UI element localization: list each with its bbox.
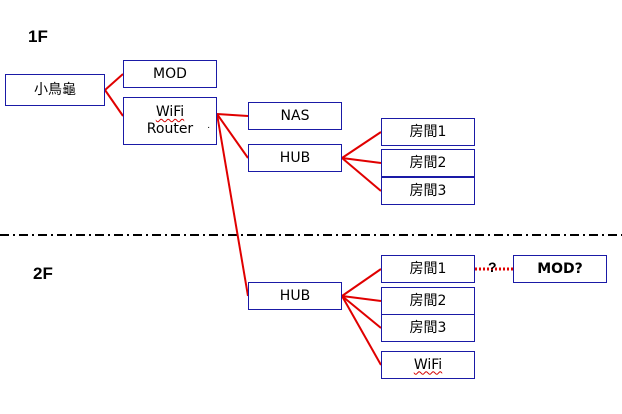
mod-label: MOD — [153, 65, 187, 82]
room-1f-1-node[interactable]: 房間1 — [381, 118, 475, 146]
hub-1f-label: HUB — [279, 149, 311, 166]
wifi-2f-node[interactable]: WiFi — [381, 351, 475, 379]
hub-1f-node[interactable]: HUB — [248, 144, 342, 172]
room-2f-2-node[interactable]: 房間2 — [381, 287, 475, 315]
floor-label-1f: 1F — [28, 27, 48, 46]
link-modem-router — [104, 89, 124, 117]
hub-2f-label: HUB — [279, 287, 311, 304]
modem-label: 小鳥龜 — [34, 81, 76, 98]
link-hub2f-room2 — [341, 295, 382, 302]
router-dot: · — [207, 122, 211, 133]
room-2f-1-label: 房間1 — [409, 260, 447, 277]
uncertain-link-label: ? — [488, 259, 497, 275]
link-hub1f-room1 — [341, 131, 382, 159]
room-1f-3-label: 房間3 — [409, 182, 447, 199]
room-1f-2-label: 房間2 — [409, 154, 447, 171]
room-2f-2-label: 房間2 — [409, 292, 447, 309]
wifi-2f-label: WiFi — [413, 356, 443, 373]
link-hub2f-wifi — [341, 295, 382, 366]
link-router-nas — [216, 113, 249, 117]
mod-2f-node[interactable]: MOD? — [513, 255, 607, 283]
floor-label-2f: 2F — [33, 264, 53, 283]
link-modem-mod — [104, 73, 124, 91]
room-1f-3-node[interactable]: 房間3 — [381, 177, 475, 205]
nas-label: NAS — [280, 107, 310, 124]
mod-2f-label: MOD? — [537, 260, 583, 277]
nas-node[interactable]: NAS — [248, 102, 342, 130]
modem-node[interactable]: 小鳥龜 — [5, 74, 105, 106]
wifi-router-label-line1: WiFi — [155, 104, 185, 120]
link-hub1f-room3 — [341, 157, 382, 192]
link-hub2f-room1 — [341, 268, 382, 297]
link-router-hub2f — [216, 113, 249, 297]
link-hub2f-room3 — [341, 295, 382, 329]
room-1f-2-node[interactable]: 房間2 — [381, 149, 475, 177]
room-2f-1-node[interactable]: 房間1 — [381, 255, 475, 283]
wifi-router-node[interactable]: WiFi Router — [123, 97, 217, 145]
link-hub1f-room2 — [341, 157, 382, 164]
room-1f-1-label: 房間1 — [409, 123, 447, 140]
wifi-router-label-line2: Router — [146, 121, 194, 137]
room-2f-3-label: 房間3 — [409, 319, 447, 336]
room-2f-3-node[interactable]: 房間3 — [381, 314, 475, 342]
hub-2f-node[interactable]: HUB — [248, 282, 342, 310]
link-router-hub1f — [216, 113, 249, 159]
mod-node[interactable]: MOD — [123, 60, 217, 88]
